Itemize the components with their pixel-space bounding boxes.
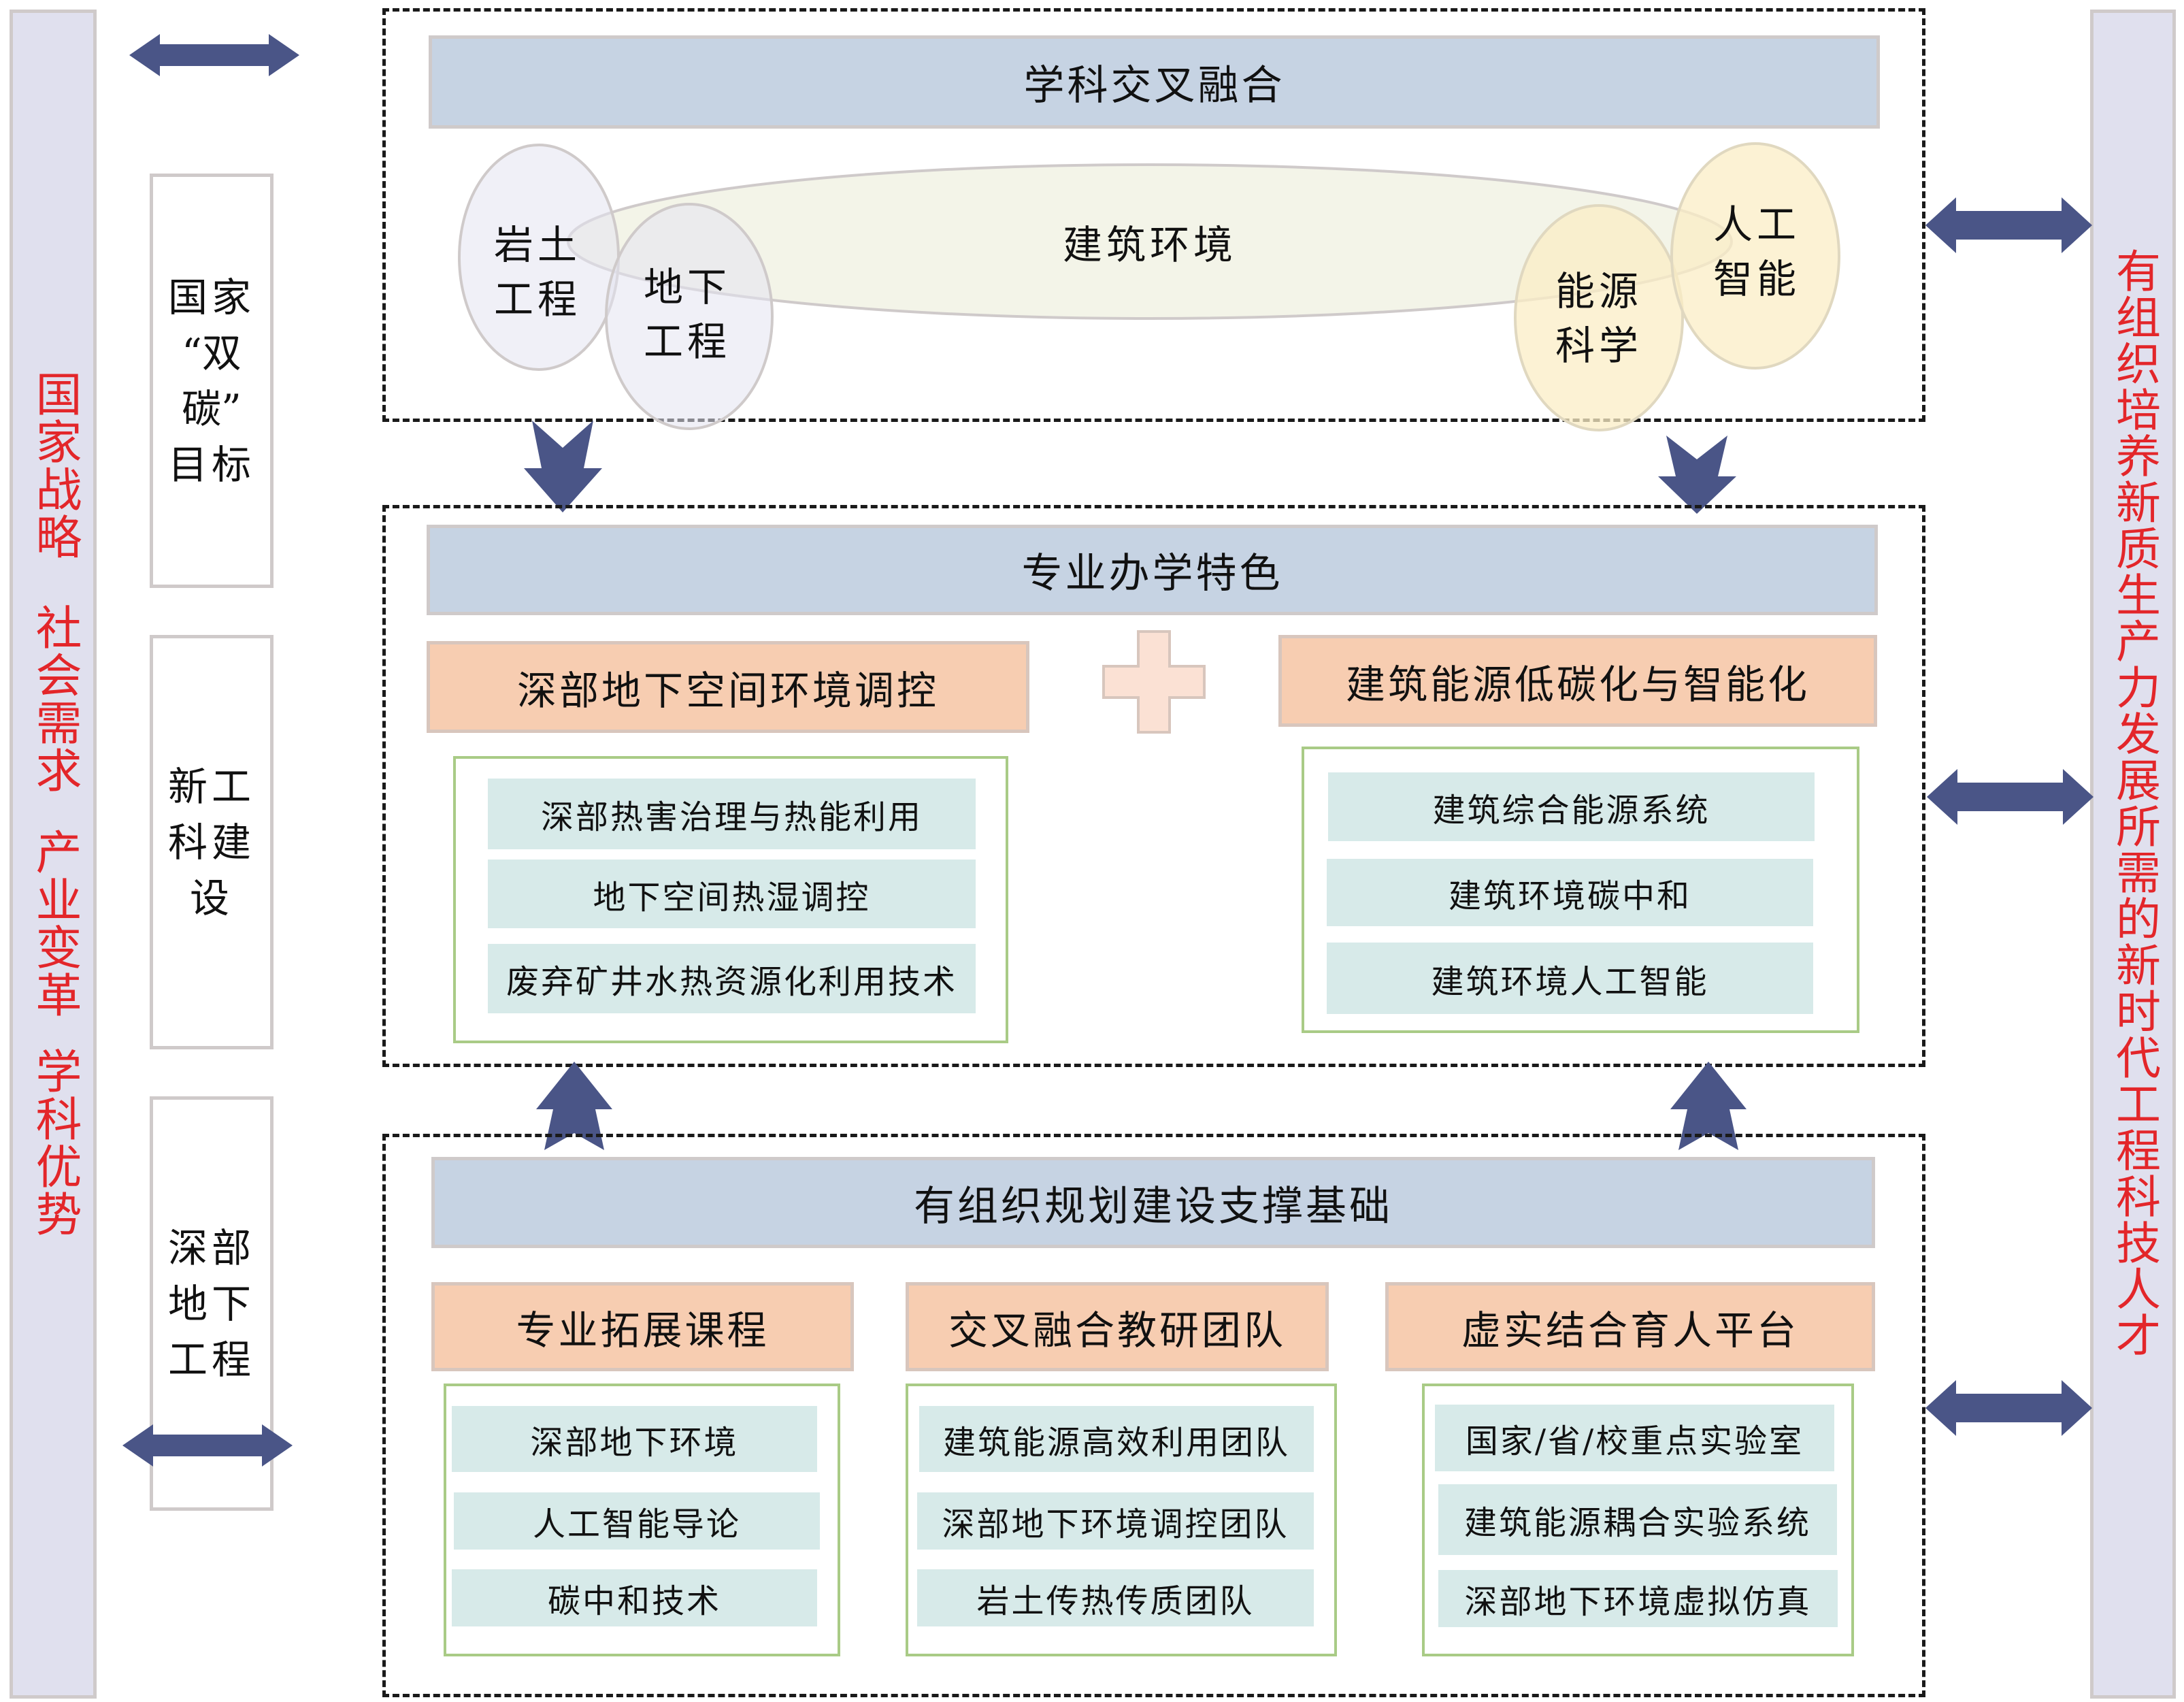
discipline-venn	[458, 142, 1840, 431]
goal-line: 地下	[167, 1280, 255, 1327]
right-bar-text: 有组织培养新质生产力发展所需的新时代工程科技人才	[2108, 248, 2161, 1358]
label-energy-science: 能源 科学	[1555, 268, 1642, 369]
support-item: 国家/省/校重点实验室	[1435, 1405, 1834, 1471]
goal-line: 深部	[167, 1224, 255, 1271]
circle-ai	[1670, 142, 1840, 370]
support-foundation-section	[382, 1134, 1925, 1697]
feature-item: 深部热害治理与热能利用	[488, 779, 976, 849]
support-item: 深部地下环境虚拟仿真	[1438, 1570, 1838, 1627]
circle-underground	[605, 203, 774, 430]
plus-icon	[1102, 630, 1206, 734]
feature-item: 地下空间热湿调控	[488, 860, 976, 928]
support-item: 建筑能源耦合实验系统	[1438, 1484, 1837, 1555]
label-underground: 地下 工程	[643, 264, 731, 365]
up-arrow-icon	[1670, 1062, 1747, 1150]
goal-line: 新工	[167, 763, 255, 810]
goal-box-new-engineering: 新工 科建 设	[150, 635, 274, 1049]
left-bar-segment: 国家战略	[27, 370, 81, 561]
label-building-environment: 建筑环境	[1062, 222, 1237, 268]
circle-energy-science	[1514, 204, 1684, 431]
support-header-platforms: 虚实结合育人平台	[1385, 1282, 1875, 1371]
support-item: 岩土传热传质团队	[917, 1569, 1314, 1626]
left-bar-segment: 产业变革	[27, 828, 81, 1019]
program-features-section	[382, 505, 1925, 1067]
down-arrow-icon	[1658, 436, 1736, 514]
support-item: 碳中和技术	[452, 1569, 817, 1626]
left-strategy-bar: 国家战略 社会需求 产业变革 学科优势	[10, 10, 97, 1699]
goal-line: “双碳”	[182, 329, 242, 432]
section-title-support-foundation: 有组织规划建设支撑基础	[431, 1157, 1875, 1248]
section-title-program-features: 专业办学特色	[427, 525, 1878, 615]
double-arrow-icon	[129, 34, 299, 76]
left-bar-segment: 社会需求	[27, 604, 81, 794]
goal-box-dual-carbon: 国家 “双碳” 目标	[150, 174, 274, 588]
label-ai: 人工 智能	[1713, 201, 1800, 302]
down-arrow-icon	[524, 421, 602, 512]
section-title-interdisciplinary: 学科交叉融合	[429, 35, 1880, 129]
double-arrow-icon	[1925, 197, 2092, 253]
support-item: 人工智能导论	[454, 1492, 820, 1550]
feature-item: 建筑环境人工智能	[1327, 943, 1813, 1014]
left-bar-segment: 学科优势	[27, 1047, 81, 1238]
feature-item: 废弃矿井水热资源化利用技术	[488, 944, 976, 1013]
support-item: 建筑能源高效利用团队	[919, 1406, 1314, 1472]
feature-header-building-energy: 建筑能源低碳化与智能化	[1278, 635, 1877, 727]
support-item: 深部地下环境	[452, 1406, 817, 1472]
goal-line: 目标	[167, 441, 255, 488]
feature-item: 建筑综合能源系统	[1328, 772, 1815, 841]
goal-line: 设	[189, 874, 233, 921]
up-arrow-icon	[536, 1062, 612, 1150]
feature-item: 建筑环境碳中和	[1327, 859, 1813, 926]
right-talent-bar: 有组织培养新质生产力发展所需的新时代工程科技人才	[2090, 10, 2176, 1699]
goal-line: 工程	[167, 1336, 255, 1383]
support-header-courses: 专业拓展课程	[431, 1282, 854, 1371]
double-arrow-icon	[1927, 769, 2094, 825]
support-header-teams: 交叉融合教研团队	[906, 1282, 1329, 1371]
label-geotechnical: 岩土 工程	[493, 222, 581, 323]
interdisciplinary-section	[382, 8, 1925, 422]
goal-line: 科建	[167, 819, 255, 866]
support-item: 深部地下环境调控团队	[917, 1492, 1314, 1550]
goal-line: 国家	[167, 274, 255, 321]
feature-header-deep-underground: 深部地下空间环境调控	[427, 641, 1029, 733]
double-arrow-icon	[122, 1424, 293, 1467]
double-arrow-icon	[1925, 1380, 2092, 1436]
